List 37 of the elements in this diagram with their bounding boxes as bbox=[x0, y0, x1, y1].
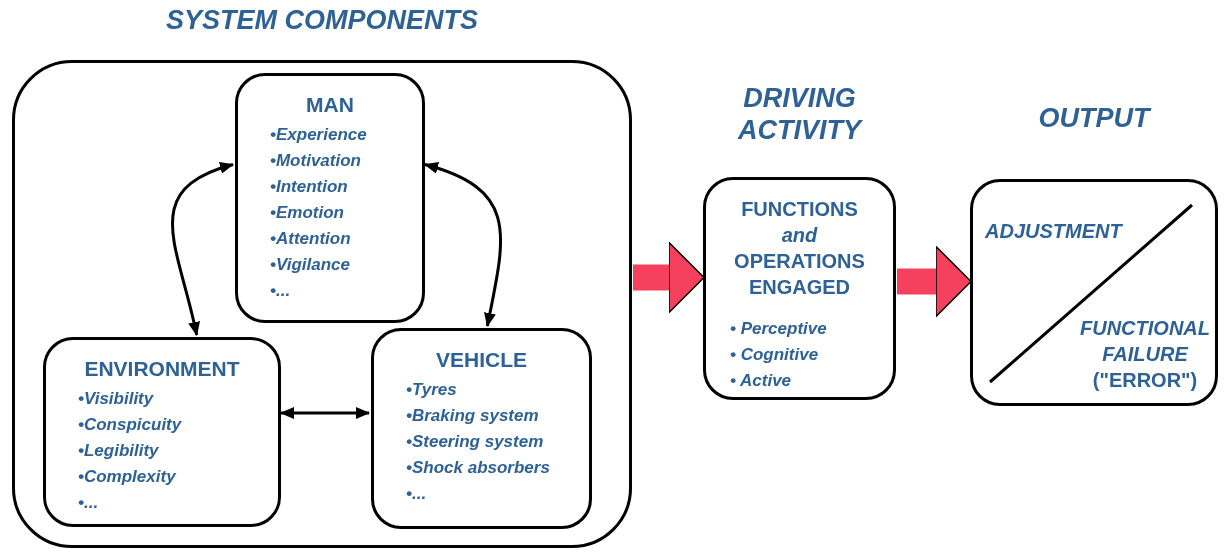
list-item: •Conspicuity bbox=[78, 414, 182, 437]
list-item: •... bbox=[270, 280, 292, 303]
list-item: •Attention bbox=[270, 228, 352, 251]
list-item: •Shock absorbers bbox=[406, 457, 550, 480]
list-item: •Visibility bbox=[78, 388, 155, 411]
list-item: • Active bbox=[730, 370, 793, 392]
list-item: •Motivation bbox=[270, 150, 362, 173]
double-arrow bbox=[424, 162, 502, 327]
list-item: •Intention bbox=[270, 176, 349, 199]
list-item: • Perceptive bbox=[730, 318, 827, 340]
rounded-box bbox=[43, 337, 281, 527]
list-item: •Legibility bbox=[78, 440, 160, 463]
box-title: FUNCTIONS and OPERATIONS ENGAGED bbox=[733, 197, 866, 300]
list-item: •Vigilance bbox=[270, 254, 351, 277]
section-heading: OUTPUT bbox=[1038, 102, 1150, 135]
list-item: •... bbox=[78, 492, 100, 515]
box-title: MAN bbox=[306, 92, 354, 118]
output-label: ADJUSTMENT bbox=[985, 219, 1122, 244]
list-item: •Braking system bbox=[406, 405, 540, 428]
box-title: VEHICLE bbox=[436, 347, 527, 373]
list-item: •Steering system bbox=[406, 431, 545, 454]
list-item: •Emotion bbox=[270, 202, 345, 225]
list-item: •Complexity bbox=[78, 466, 177, 489]
output-label: FUNCTIONAL FAILURE ("ERROR") bbox=[1079, 316, 1211, 393]
double-arrow bbox=[280, 407, 370, 419]
rounded-box bbox=[371, 328, 592, 529]
list-item: •Experience bbox=[270, 124, 367, 147]
section-heading: DRIVING ACTIVITY bbox=[736, 82, 864, 147]
box-title: ENVIRONMENT bbox=[84, 356, 240, 382]
double-arrow bbox=[171, 162, 234, 336]
block-arrow bbox=[897, 245, 972, 318]
list-item: •Tyres bbox=[406, 379, 458, 402]
list-item: •... bbox=[406, 483, 428, 506]
list-item: • Cognitive bbox=[730, 344, 820, 366]
rounded-box bbox=[235, 73, 425, 323]
block-arrow bbox=[633, 241, 705, 314]
section-heading: SYSTEM COMPONENTS bbox=[166, 4, 478, 37]
